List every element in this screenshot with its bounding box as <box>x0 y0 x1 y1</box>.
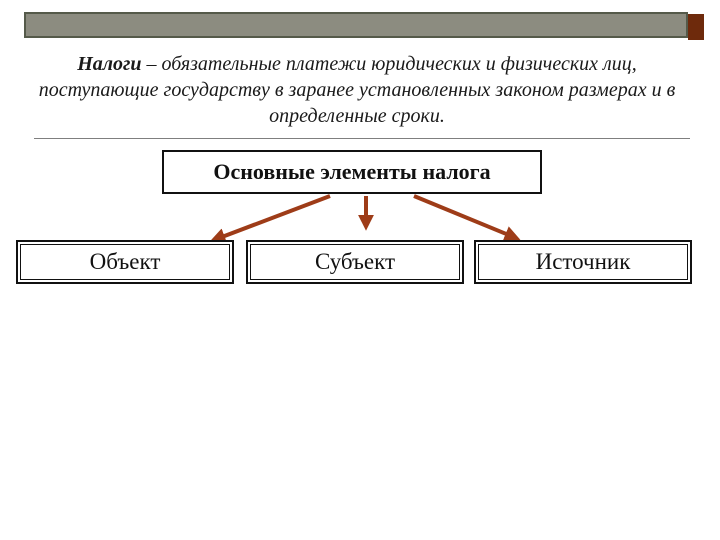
subject-box: Субъект <box>246 240 464 284</box>
definition-body: – обязательные платежи юридических и физ… <box>38 53 676 127</box>
main-elements-box: Основные элементы налога <box>162 150 542 194</box>
arrow-to-source <box>413 194 521 242</box>
corner-accent-square <box>688 14 704 40</box>
source-box: Источник <box>474 240 692 284</box>
arrow-to-object <box>209 194 331 244</box>
divider-line <box>34 138 690 139</box>
definition-text: Налоги – обязательные платежи юридически… <box>30 51 684 129</box>
slide-header-bar <box>24 12 688 38</box>
source-label: Источник <box>535 249 631 274</box>
subject-label: Субъект <box>314 249 396 274</box>
definition-term: Налоги <box>77 53 142 75</box>
object-label: Объект <box>89 249 161 274</box>
object-box: Объект <box>16 240 234 284</box>
main-elements-label: Основные элементы налога <box>213 159 491 184</box>
